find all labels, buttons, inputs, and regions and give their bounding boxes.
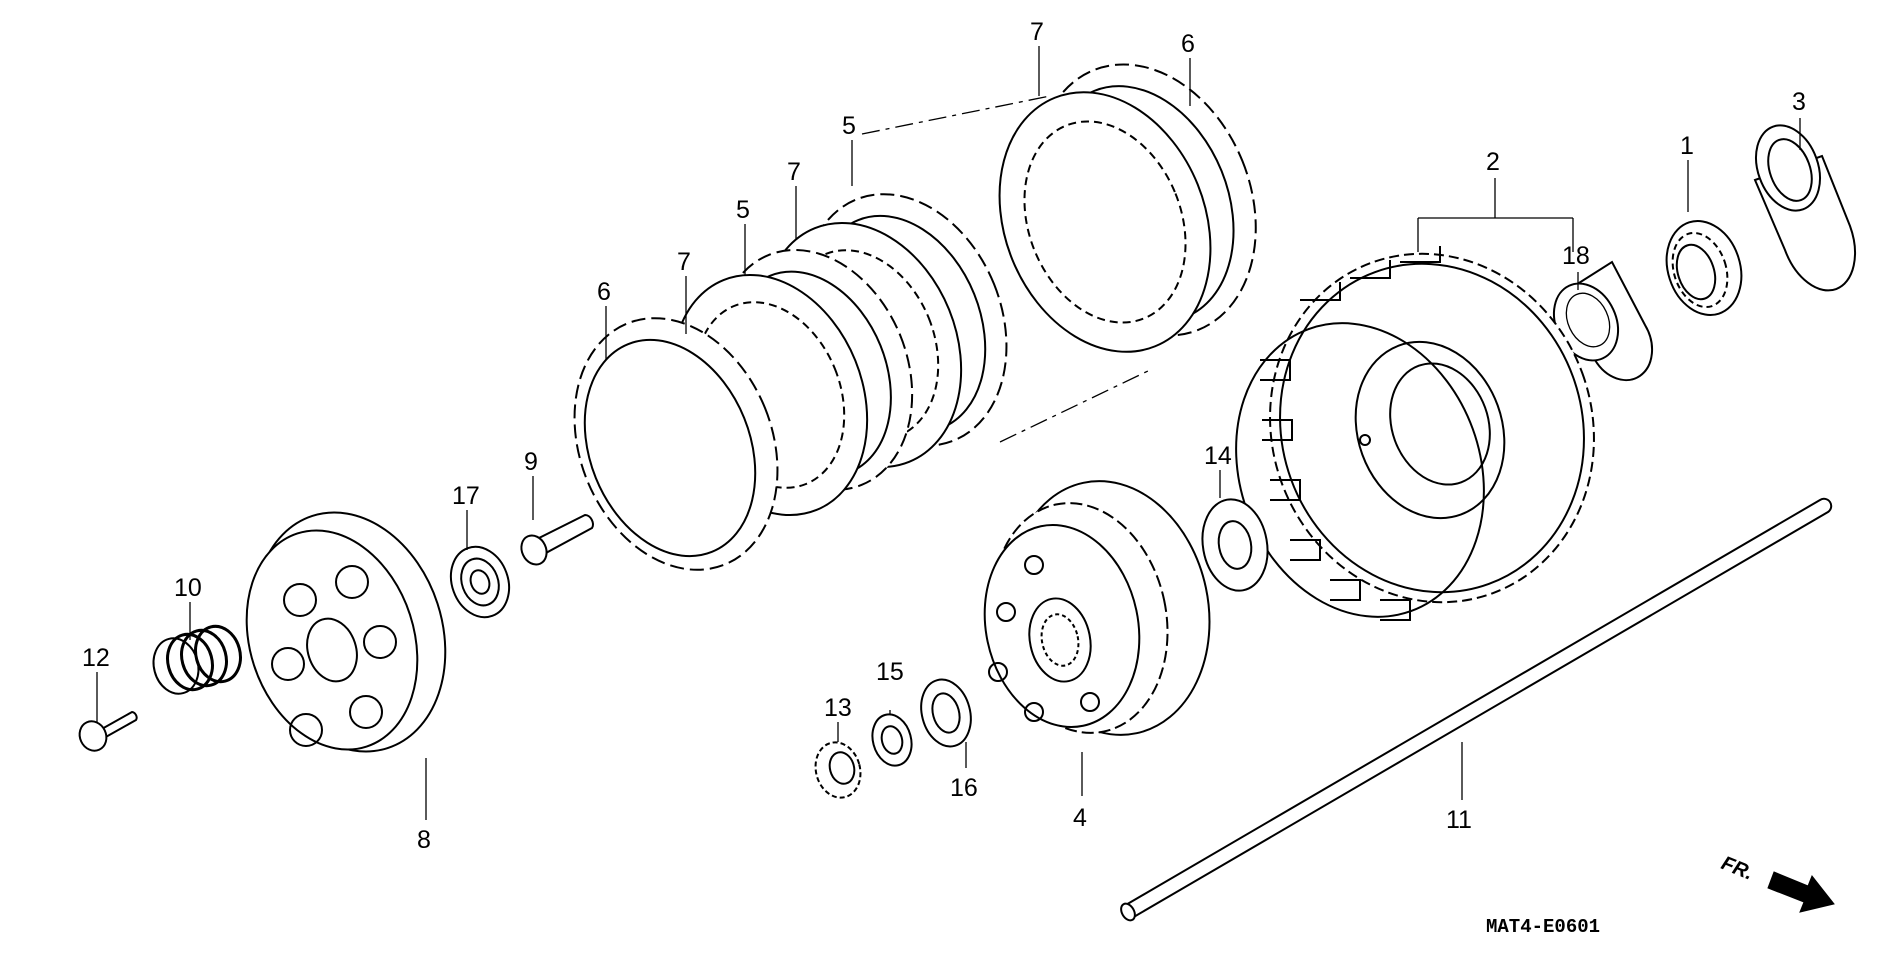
part-ball-bearing	[449, 545, 511, 619]
callout-10: 10	[174, 574, 202, 602]
callout-16: 16	[950, 774, 978, 802]
callout-5-lower: 5	[736, 196, 750, 224]
friction-disc-near	[573, 317, 779, 571]
callout-14: 14	[1204, 442, 1232, 470]
callout-8: 8	[417, 826, 431, 854]
front-label: FR.	[1718, 852, 1756, 884]
part-needle-bearing	[1552, 260, 1654, 382]
part-clutch-center	[983, 480, 1211, 736]
callout-9: 9	[524, 448, 538, 476]
callout-18: 18	[1562, 242, 1590, 270]
callout-17: 17	[452, 482, 480, 510]
callout-7-far: 7	[1030, 18, 1044, 46]
leader-lines	[96, 46, 1801, 820]
callout-7-mid: 7	[787, 158, 801, 186]
callout-13: 13	[824, 694, 852, 722]
part-spring-washer	[871, 713, 913, 767]
part-clutch-outer	[1235, 246, 1595, 621]
part-clutch-spring	[152, 624, 242, 695]
part-pressure-plate	[245, 511, 447, 753]
callout-7-near: 7	[677, 248, 691, 276]
callout-labels: 1 2 3 4 5 5 6 6 7 7 7 8 9 10 11 12 13 14…	[82, 18, 1806, 854]
part-lock-washer	[920, 678, 972, 748]
callout-6-far: 6	[1181, 30, 1195, 58]
callout-2: 2	[1486, 148, 1500, 176]
callout-4: 4	[1073, 804, 1087, 832]
part-lifter-piece	[520, 513, 594, 566]
callout-6-near: 6	[597, 278, 611, 306]
part-pushrod	[1120, 497, 1833, 922]
clutch-plate-far	[998, 91, 1212, 353]
part-collar	[1753, 124, 1856, 292]
callout-11: 11	[1446, 806, 1472, 834]
callout-3: 3	[1792, 88, 1806, 116]
part-lock-nut	[814, 741, 862, 799]
front-direction-indicator: FR.	[1718, 852, 1835, 913]
part-bolt	[78, 710, 138, 752]
callout-5-upper: 5	[842, 112, 856, 140]
callout-1: 1	[1680, 132, 1694, 160]
part-spline-collar	[1665, 220, 1743, 316]
clutch-plate-stack	[573, 63, 1257, 571]
callout-12: 12	[82, 644, 110, 672]
callout-15: 15	[876, 658, 904, 686]
drawing-code: MAT4-E0601	[1486, 916, 1600, 938]
front-arrow-icon	[1767, 871, 1835, 913]
part-thrust-washer	[1201, 498, 1269, 592]
